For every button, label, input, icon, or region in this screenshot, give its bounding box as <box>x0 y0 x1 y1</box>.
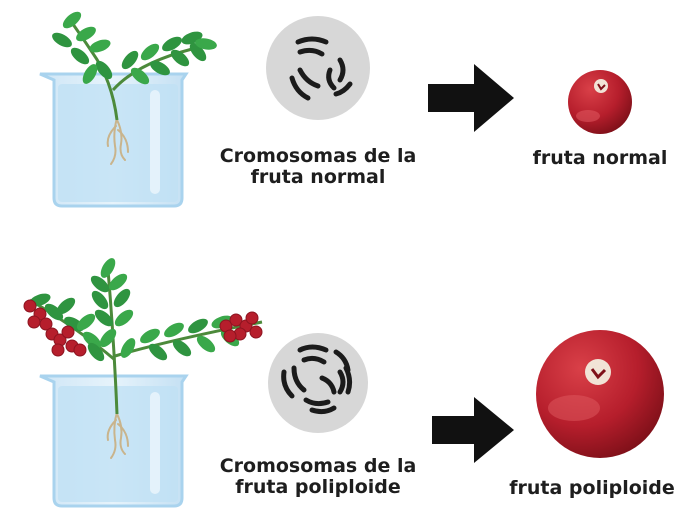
beaker-icon <box>40 376 186 506</box>
leaf-icon <box>119 48 142 72</box>
arrow-right-icon <box>432 397 514 463</box>
chromosome-label-line2: fruta poliploide <box>198 477 438 498</box>
chromosome-label-normal: Cromosomas de la fruta normal <box>198 146 438 189</box>
fruit-label-polyploid: fruta poliploide <box>490 478 694 499</box>
chromosome-label-line1: Cromosomas de la <box>198 146 438 167</box>
chromosome-label-polyploid: Cromosomas de la fruta poliploide <box>198 456 438 499</box>
leaf-icon <box>118 336 139 361</box>
leaf-icon <box>60 9 84 32</box>
small-berry-icon <box>246 312 258 324</box>
small-berry-icon <box>250 326 262 338</box>
fruit-label-normal: fruta normal <box>500 148 694 169</box>
small-berry-icon <box>74 344 86 356</box>
leaf-icon <box>50 30 75 51</box>
small-berry-icon <box>224 330 236 342</box>
small-berry-icon <box>24 300 36 312</box>
small-berry-icon <box>28 316 40 328</box>
leaf-icon <box>162 320 187 341</box>
chromosome-label-line2: fruta normal <box>198 167 438 188</box>
chromosome-cell-icon <box>268 333 368 433</box>
chromosome-cell-icon <box>266 16 370 120</box>
small-berry-icon <box>62 326 74 338</box>
leaf-icon <box>89 288 112 312</box>
cranberry-icon <box>568 70 632 134</box>
cranberry-icon <box>536 330 664 458</box>
leaf-icon <box>112 307 136 330</box>
chromosome-label-line1: Cromosomas de la <box>198 456 438 477</box>
fruit-label-text: fruta poliploide <box>490 478 694 499</box>
fruit-label-text: fruta normal <box>500 148 694 169</box>
arrow-right-icon <box>428 64 514 132</box>
small-berry-icon <box>52 344 64 356</box>
